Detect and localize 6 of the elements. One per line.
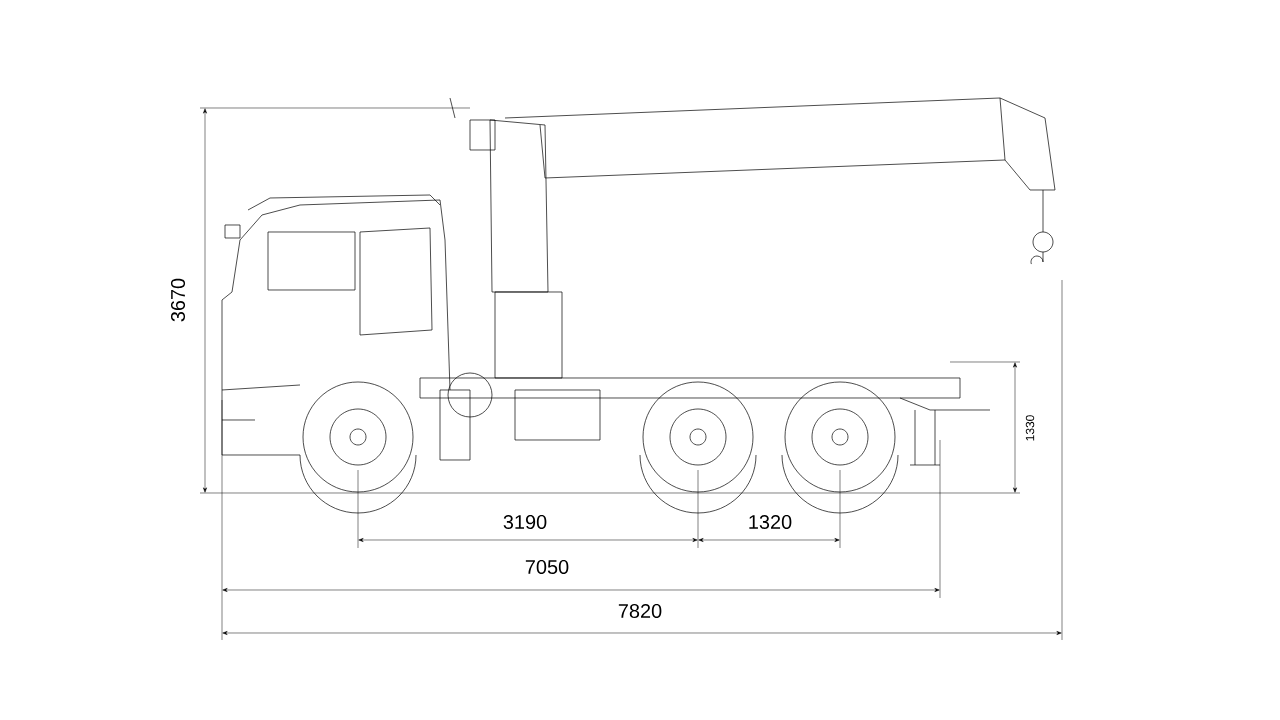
dimension-label: 3190	[503, 514, 547, 530]
dimension-label: 7050	[525, 559, 569, 575]
dimension-label: 1320	[749, 514, 792, 530]
dimension-label: 1330	[1025, 415, 1035, 441]
dimension-label: 7820	[618, 603, 662, 619]
dimension-label: 3670	[170, 278, 186, 322]
